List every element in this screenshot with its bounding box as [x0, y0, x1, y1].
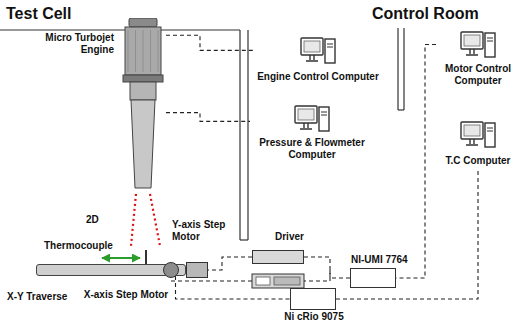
computer-label: Engine Control Computer	[257, 71, 379, 83]
tower-slots	[321, 112, 327, 115]
motor-wire	[171, 278, 252, 281]
engine-ring	[123, 75, 163, 82]
computer-node: T.C Computer	[444, 120, 513, 168]
signal-connector	[208, 257, 252, 270]
signal-connector	[336, 168, 478, 299]
part-label: X-axis Step Motor	[81, 289, 171, 301]
engine-nozzle	[131, 100, 155, 188]
monitor	[461, 32, 483, 49]
signal-connector	[304, 257, 350, 278]
computer-label: Pressure & Flowmeter Computer	[252, 137, 372, 161]
controller-box: Ni cRio 9075	[290, 288, 336, 310]
wall-line	[240, 239, 248, 240]
screen	[464, 125, 480, 136]
monitor	[301, 38, 323, 55]
tower	[319, 107, 329, 131]
tower-slots	[327, 44, 333, 47]
computer-node: Engine Control Computer	[255, 36, 381, 84]
engine-fin	[150, 30, 151, 72]
tower	[485, 123, 495, 147]
monitor-stand	[300, 123, 312, 129]
part-label: X-Y Traverse	[7, 291, 67, 303]
driver-detail	[274, 277, 300, 285]
thermocouple-probe	[145, 250, 147, 264]
engine-cap	[129, 18, 157, 27]
engine-fin	[158, 30, 159, 72]
area-heading: Test Cell	[6, 4, 72, 23]
engine-fin	[128, 30, 129, 72]
computer-icon	[460, 120, 496, 150]
engine-body	[125, 27, 161, 75]
traverse-arrow	[102, 257, 140, 259]
computer-node: Pressure & Flowmeter Computer	[250, 104, 374, 162]
motor-box: X-axis Step Motor	[186, 262, 208, 278]
partition-line	[397, 28, 398, 110]
signal-connector	[176, 276, 291, 299]
engine-fin	[143, 30, 144, 72]
driver-detail	[256, 277, 270, 285]
driver-wire	[304, 270, 330, 281]
driver-box: Driver	[252, 250, 304, 264]
monitor-stand	[306, 55, 318, 61]
partition-line	[398, 109, 404, 110]
monitor-stand	[466, 139, 478, 145]
engine-section	[130, 82, 156, 100]
monitor	[295, 106, 317, 123]
area-heading: Control Room	[372, 4, 479, 23]
computer-node: Motor Control Computer	[436, 30, 520, 88]
wall-line	[239, 30, 240, 240]
part-label: Y-axis Step Motor	[172, 219, 238, 243]
exhaust-line	[150, 194, 160, 246]
monitor	[461, 122, 483, 139]
controller-box: NI-UMI 7764	[350, 268, 396, 288]
signal-connector	[166, 113, 250, 122]
annotation-label: Thermocouple	[44, 240, 113, 252]
ceiling-line	[0, 29, 240, 30]
engine-node: Micro Turbojet Engine	[120, 18, 166, 190]
part-label: Micro Turbojet Engine	[19, 32, 114, 56]
wall-line	[247, 30, 248, 240]
partition-line	[403, 28, 404, 110]
motor-circle: Y-axis Step Motor	[163, 262, 179, 278]
exhaust-line	[131, 194, 136, 246]
monitor-stand	[466, 49, 478, 55]
signal-connector	[396, 45, 436, 279]
screen	[298, 109, 314, 120]
annotation-label: 2D	[86, 214, 99, 226]
tower-slots	[487, 38, 493, 41]
part-label: NI-UMI 7764	[351, 254, 408, 266]
screen	[464, 35, 480, 46]
engine-illustration	[120, 18, 166, 190]
computer-label: T.C Computer	[446, 155, 511, 167]
computer-icon	[460, 30, 496, 60]
part-label: Ni cRio 9075	[279, 311, 349, 323]
screen	[304, 41, 320, 52]
driver-box	[252, 274, 304, 288]
tower	[485, 33, 495, 57]
engine-fin	[135, 30, 136, 72]
computer-icon	[294, 104, 330, 134]
part-label: Driver	[275, 231, 304, 243]
signal-connector	[166, 35, 255, 50]
computer-label: Motor Control Computer	[438, 63, 518, 87]
tower	[325, 39, 335, 63]
computer-icon	[300, 36, 336, 66]
tower-slots	[487, 128, 493, 131]
